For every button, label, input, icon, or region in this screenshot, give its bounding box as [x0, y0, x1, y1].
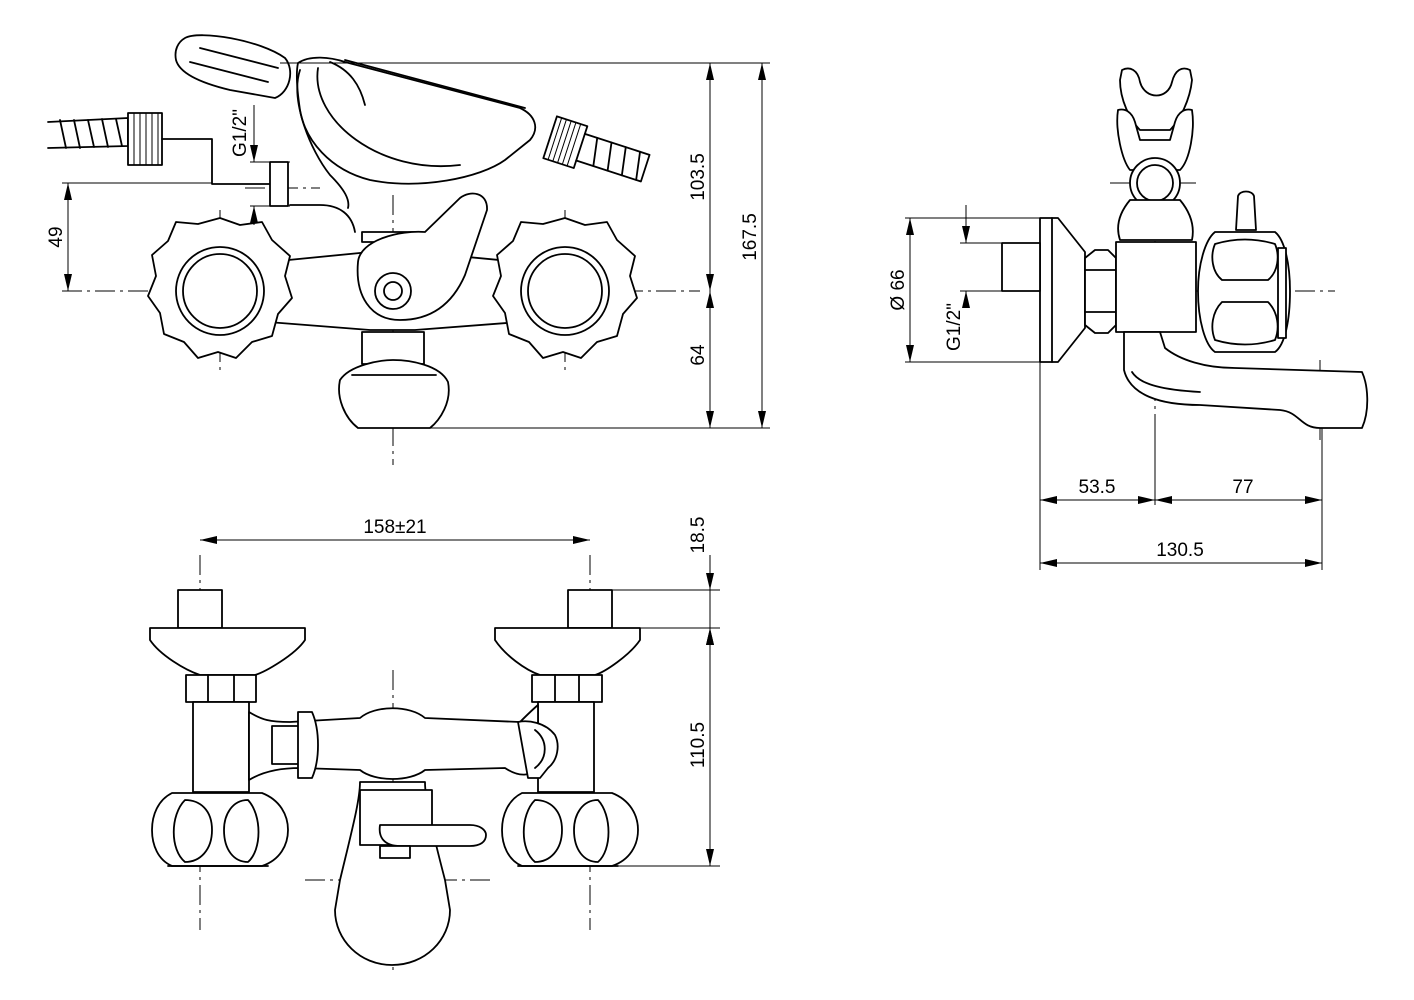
thread-side-label: G1/2" [944, 303, 965, 351]
right-handle-top [501, 792, 639, 867]
dim-centers-label: 158±21 [363, 517, 426, 538]
dim-110-5-label: 110.5 [688, 722, 709, 768]
side-view: Ø 66 G1/2" 53.5 77 130.5 [888, 67, 1369, 570]
dim-130-5-label: 130.5 [1156, 540, 1204, 561]
dim-103-5-label: 103.5 [688, 153, 709, 201]
front-view: 103.5 64 167.5 49 G1/2" [46, 34, 770, 465]
handshower [47, 34, 651, 209]
dim-diameter-label: Ø 66 [888, 269, 909, 310]
dim-64-label: 64 [688, 344, 709, 366]
dim-167-5-label: 167.5 [740, 213, 761, 261]
top-view: 158±21 18.5 110.5 [149, 517, 720, 970]
right-handle-front [492, 217, 638, 359]
dim-53-5-label: 53.5 [1079, 477, 1116, 498]
dim-49-label: 49 [46, 226, 67, 247]
thread-front-label: G1/2" [230, 109, 251, 157]
left-handle-front [147, 217, 293, 359]
dim-77-label: 77 [1232, 477, 1253, 498]
left-handle-top [151, 792, 289, 867]
dim-18-5-label: 18.5 [688, 517, 709, 554]
